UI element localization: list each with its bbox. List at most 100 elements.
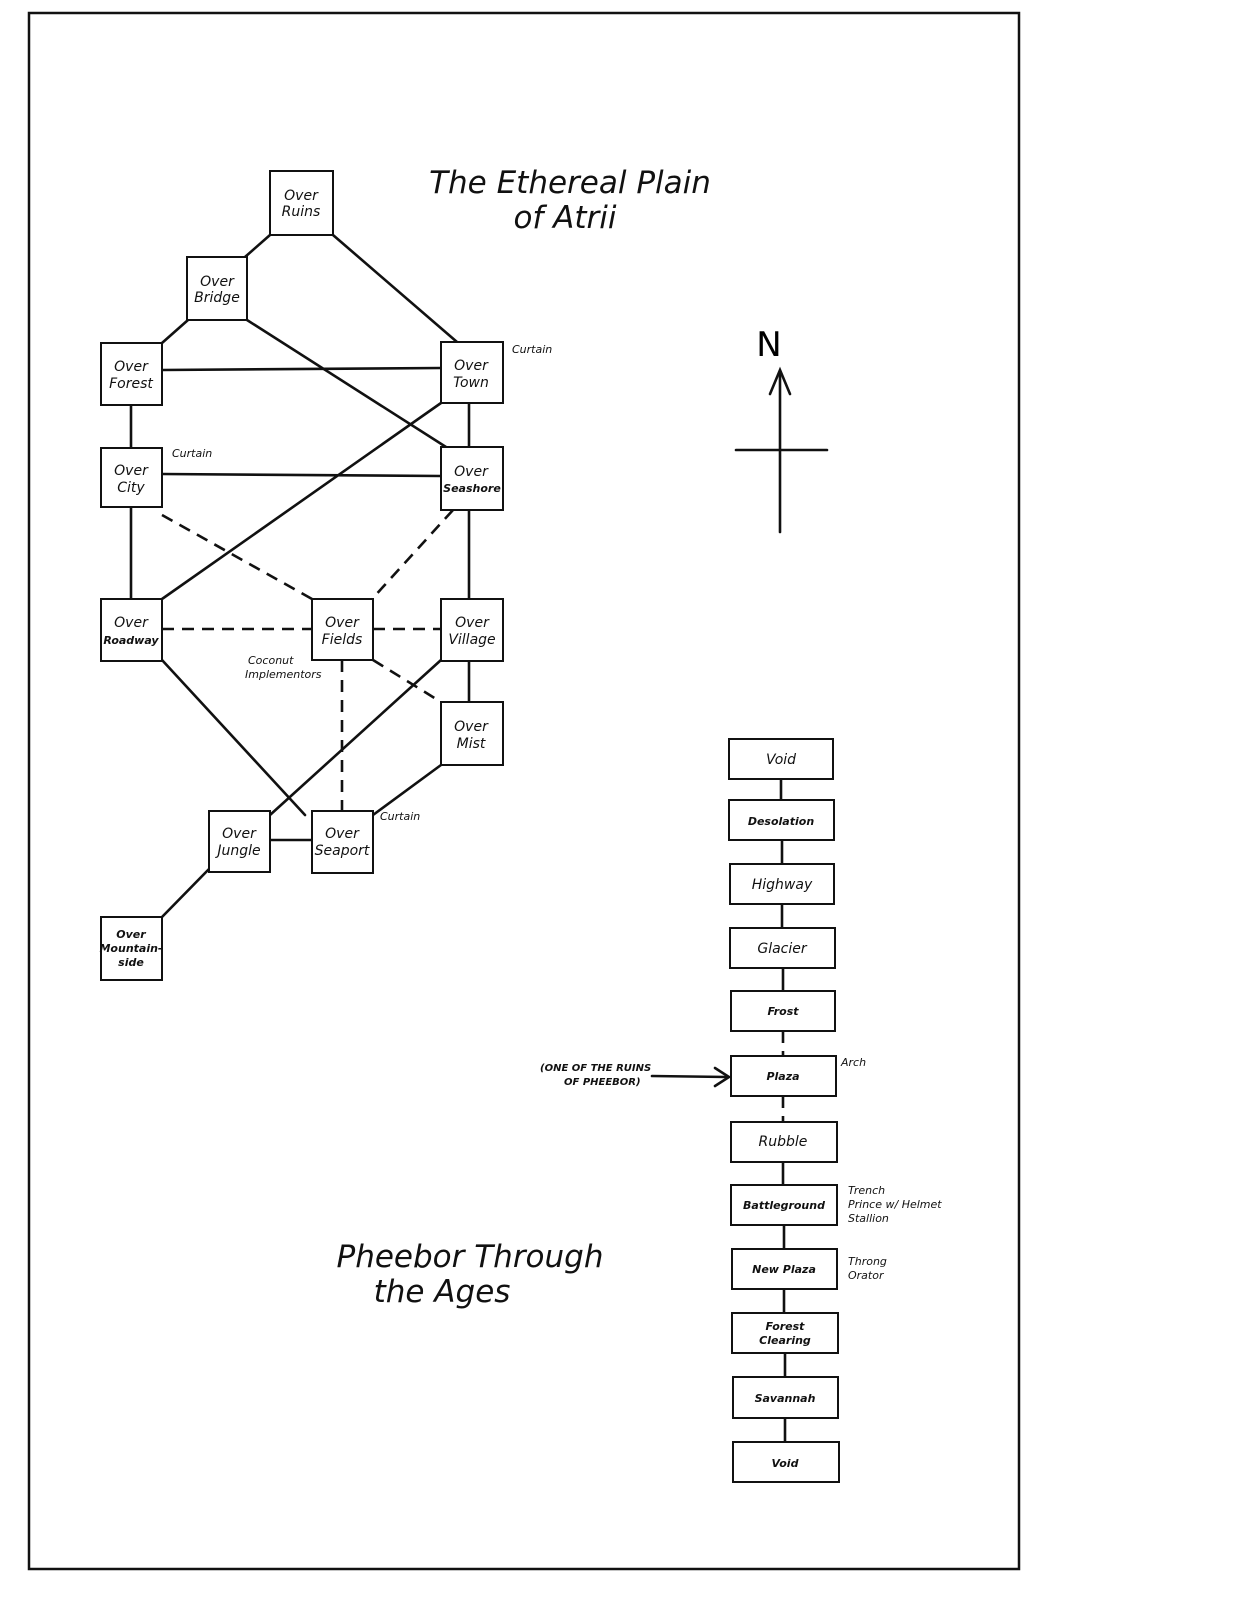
note-prince: Prince w/ Helmet xyxy=(848,1198,942,1211)
link-town-roadway xyxy=(160,401,443,601)
room-label: Seashore xyxy=(443,482,501,495)
room-over-bridge: Over Bridge xyxy=(186,256,248,321)
link-village-jungle xyxy=(268,658,443,817)
note-coconut-line-1: Coconut xyxy=(248,654,294,667)
timeline-title-line-2: the Ages xyxy=(374,1274,511,1310)
room-label: Clearing xyxy=(759,1334,811,1347)
room-over-ruins: Over Ruins xyxy=(269,170,334,236)
note-curtain-town: Curtain xyxy=(512,343,552,356)
room-over-seaport: Over Seaport xyxy=(311,810,374,874)
note-coconut-line-2: Implementors xyxy=(245,668,322,681)
room-label: Over xyxy=(454,358,489,374)
room-label: Forest xyxy=(109,376,153,392)
room-over-seashore: Over Seashore xyxy=(440,446,504,511)
room-over-mist: Over Mist xyxy=(440,701,504,766)
room-label: Seaport xyxy=(315,843,370,859)
room-label: Town xyxy=(453,375,489,391)
room-label: Over xyxy=(222,826,257,842)
room-label: Glacier xyxy=(757,941,808,957)
room-label: Over xyxy=(114,615,149,631)
room-label: Roadway xyxy=(103,634,159,647)
timeline-room-plaza: Plaza xyxy=(730,1055,837,1097)
room-label: New Plaza xyxy=(752,1263,816,1276)
room-label: Over xyxy=(454,719,489,735)
compass-rose: N xyxy=(734,325,829,534)
timeline-room-desolation: Desolation xyxy=(728,799,835,841)
room-label: Over xyxy=(325,826,360,842)
timeline-room-battleground: Battleground xyxy=(730,1184,838,1226)
link-ruins-town xyxy=(331,233,459,344)
timeline-room-savannah: Savannah xyxy=(732,1376,839,1419)
room-label: Over xyxy=(200,274,235,290)
link-fields-mist xyxy=(372,658,442,704)
room-label: Over xyxy=(455,615,490,631)
timeline-room-forest-clearing: Forest Clearing xyxy=(731,1312,839,1354)
link-mist-seaport xyxy=(371,763,443,817)
room-over-village: Over Village xyxy=(440,598,504,662)
link-bridge-forest xyxy=(160,318,190,345)
room-label: Fields xyxy=(322,632,363,648)
room-label: Rubble xyxy=(759,1134,808,1150)
room-label: Bridge xyxy=(194,290,240,306)
room-label: Mist xyxy=(457,736,486,752)
compass-arrow-head xyxy=(768,366,792,396)
room-label: Void xyxy=(772,1457,799,1470)
timeline-room-glacier: Glacier xyxy=(729,927,836,969)
timeline-room-rubble: Rubble xyxy=(730,1121,838,1163)
room-label: side xyxy=(118,956,144,969)
timeline-room-frost: Frost xyxy=(730,990,836,1032)
room-label: City xyxy=(117,480,145,496)
arrow-to-plaza xyxy=(650,1066,732,1088)
compass-north-label: N xyxy=(756,325,781,365)
room-label: Village xyxy=(448,632,495,648)
timeline-room-void-top: Void xyxy=(728,738,834,780)
timeline-title-line-1: Pheebor Through xyxy=(337,1239,604,1275)
room-label: Over xyxy=(284,188,319,204)
page-frame xyxy=(27,11,1021,1571)
arrow-shaft xyxy=(650,1074,729,1079)
room-over-city: Over City xyxy=(100,447,163,508)
room-label: Plaza xyxy=(766,1070,799,1083)
room-label: Over xyxy=(114,359,149,375)
timeline-connectors xyxy=(779,777,787,1444)
room-label: Void xyxy=(766,752,796,768)
room-over-fields: Over Fields xyxy=(311,598,374,661)
link-city-seashore xyxy=(160,472,443,478)
note-throng: Throng xyxy=(848,1255,887,1268)
note-ruins-line-1: (ONE OF THE RUINS xyxy=(540,1063,651,1074)
arrow-head xyxy=(713,1066,732,1088)
note-orator: Orator xyxy=(848,1269,885,1282)
link-roadway-jungle xyxy=(160,658,307,817)
room-over-town: Over Town xyxy=(440,341,504,404)
link-seashore-fields xyxy=(371,509,454,600)
room-label: Battleground xyxy=(743,1199,825,1212)
timeline-room-highway: Highway xyxy=(729,863,835,905)
room-label: Over xyxy=(325,615,360,631)
room-label: Savannah xyxy=(755,1392,816,1405)
room-label: Highway xyxy=(752,877,813,893)
timeline-room-void-bottom: Void xyxy=(732,1441,840,1483)
link-ruins-bridge xyxy=(243,233,272,259)
note-trench: Trench xyxy=(848,1184,885,1197)
room-over-roadway: Over Roadway xyxy=(100,598,163,662)
note-curtain-city: Curtain xyxy=(172,447,212,460)
room-label: Over xyxy=(114,463,149,479)
note-stallion: Stallion xyxy=(848,1212,889,1225)
map-connections-dashed xyxy=(161,509,454,815)
room-label: Desolation xyxy=(748,815,814,828)
note-curtain-seaport: Curtain xyxy=(380,810,420,823)
room-label: Mountain- xyxy=(99,942,162,955)
room-label: Ruins xyxy=(282,204,321,220)
link-bridge-seashore xyxy=(245,318,448,449)
link-forest-town xyxy=(160,366,443,372)
timeline-room-new-plaza: New Plaza xyxy=(731,1248,838,1290)
room-over-jungle: Over Jungle xyxy=(208,810,271,873)
room-label: Over xyxy=(454,464,489,480)
map-title-line-2: of Atrii xyxy=(513,200,616,236)
room-label: Over xyxy=(116,928,146,941)
note-ruins-line-2: OF PHEEBOR) xyxy=(564,1077,641,1088)
link-city-fields xyxy=(161,513,313,601)
room-label: Frost xyxy=(767,1005,799,1018)
link-jungle-mountainside xyxy=(160,866,212,919)
